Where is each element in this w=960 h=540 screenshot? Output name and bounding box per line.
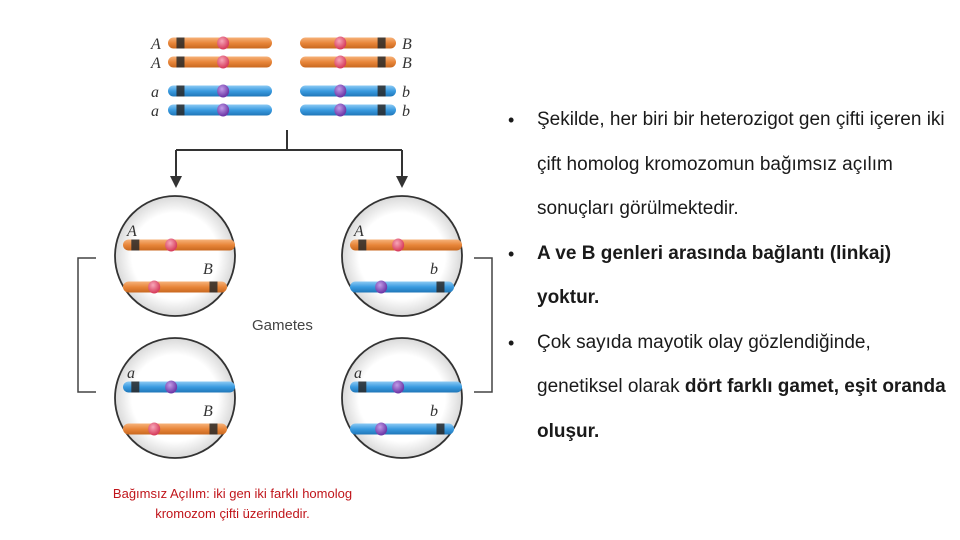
bullet-item-2: • A ve B genleri arasında bağlantı (link… xyxy=(508,232,948,321)
centromere-purple xyxy=(334,103,347,117)
gamete-chromosome-bottom xyxy=(123,280,227,294)
gametes-label: Gametes xyxy=(252,317,313,334)
bullet-item-1: • Şekilde, her biri bir heterozigot gen … xyxy=(508,98,948,232)
division-arrows xyxy=(175,130,403,178)
gene-band xyxy=(358,381,367,393)
gene-band xyxy=(358,239,367,251)
gene-band xyxy=(131,381,140,393)
centromere-purple xyxy=(375,422,388,436)
centromere-pink xyxy=(392,238,405,252)
gamete-cell: AB xyxy=(114,195,236,317)
parent-chromosome-right xyxy=(300,84,396,98)
allele-label-right: B xyxy=(402,36,412,53)
bullet-icon: • xyxy=(508,243,515,264)
gene-band xyxy=(377,104,386,116)
centromere-purple xyxy=(334,84,347,98)
allele-label-right: B xyxy=(402,55,412,72)
parent-chromosome-left xyxy=(168,103,272,117)
allele-label-top: a xyxy=(354,365,362,382)
centromere-purple xyxy=(392,380,405,394)
gene-band xyxy=(377,56,386,68)
centromere-purple xyxy=(165,380,178,394)
gene-band xyxy=(176,56,185,68)
arrow-right-icon xyxy=(396,176,408,188)
centromere-purple xyxy=(217,84,230,98)
centromere-pink xyxy=(165,238,178,252)
parent-chromosome-left xyxy=(168,55,272,69)
gene-band xyxy=(176,104,185,116)
bullet-text: A ve B genleri arasında bağlantı (linkaj… xyxy=(537,242,892,309)
centromere-pink xyxy=(148,280,161,294)
centromere-pink xyxy=(217,55,230,69)
gene-band xyxy=(436,281,445,293)
bullet-item-3: • Çok sayıda mayotik olay gözlendiğinde,… xyxy=(508,321,948,455)
gene-band xyxy=(436,423,445,435)
arrow-left-icon xyxy=(170,176,182,188)
gene-band xyxy=(176,85,185,97)
allele-label-bottom: b xyxy=(430,403,438,420)
centromere-pink xyxy=(217,36,230,50)
bullet-text: Şekilde, her biri bir heterozigot gen çi… xyxy=(537,109,945,219)
gene-band xyxy=(131,239,140,251)
gene-band xyxy=(209,281,218,293)
bullet-icon: • xyxy=(508,332,515,353)
allele-label-bottom: B xyxy=(203,403,213,420)
centromere-purple xyxy=(375,280,388,294)
centromere-pink xyxy=(148,422,161,436)
gamete-chromosome-bottom xyxy=(350,422,454,436)
parent-chromosome-right xyxy=(300,103,396,117)
bullet-icon: • xyxy=(508,110,515,130)
gamete-cell: Ab xyxy=(341,195,463,317)
gamete-chromosome-bottom xyxy=(350,280,454,294)
parent-chromosomes: A B A Ba b a b xyxy=(150,36,412,120)
parent-chromosome-left xyxy=(168,84,272,98)
allele-label-top: A xyxy=(126,223,137,240)
allele-label-bottom: B xyxy=(203,261,213,278)
allele-label-left: a xyxy=(151,103,159,120)
gamete-chromosome-top xyxy=(350,238,462,252)
centromere-pink xyxy=(334,36,347,50)
gamete-cell: aB xyxy=(114,337,236,459)
parent-chromosome-right xyxy=(300,36,396,50)
allele-label-top: a xyxy=(127,365,135,382)
gene-band xyxy=(209,423,218,435)
gene-band xyxy=(377,85,386,97)
allele-label-bottom: b xyxy=(430,261,438,278)
allele-label-top: A xyxy=(353,223,364,240)
gene-band xyxy=(377,37,386,49)
parent-chromosome-right xyxy=(300,55,396,69)
bullet-list: • Şekilde, her biri bir heterozigot gen … xyxy=(508,98,948,454)
gamete-chromosome-top xyxy=(350,380,462,394)
gene-band xyxy=(176,37,185,49)
centromere-purple xyxy=(217,103,230,117)
bullet-text: Çok sayıda mayotik olay gözlendiğinde, g… xyxy=(537,331,946,442)
gamete-brackets xyxy=(77,257,493,393)
caption-line-1: Bağımsız Açılım: iki gen iki farklı homo… xyxy=(112,486,353,501)
allele-label-left: A xyxy=(150,36,161,53)
figure-caption: Bağımsız Açılım: iki gen iki farklı homo… xyxy=(60,484,405,524)
gamete-chromosome-bottom xyxy=(123,422,227,436)
gamete-cell: ab xyxy=(341,337,463,459)
gamete-chromosome-top xyxy=(123,380,235,394)
allele-label-left: a xyxy=(151,84,159,101)
allele-label-left: A xyxy=(150,55,161,72)
parent-chromosome-left xyxy=(168,36,272,50)
gamete-chromosome-top xyxy=(123,238,235,252)
allele-label-right: b xyxy=(402,84,410,101)
centromere-pink xyxy=(334,55,347,69)
allele-label-right: b xyxy=(402,103,410,120)
caption-line-2: kromozom çifti üzerindedir. xyxy=(155,506,310,521)
